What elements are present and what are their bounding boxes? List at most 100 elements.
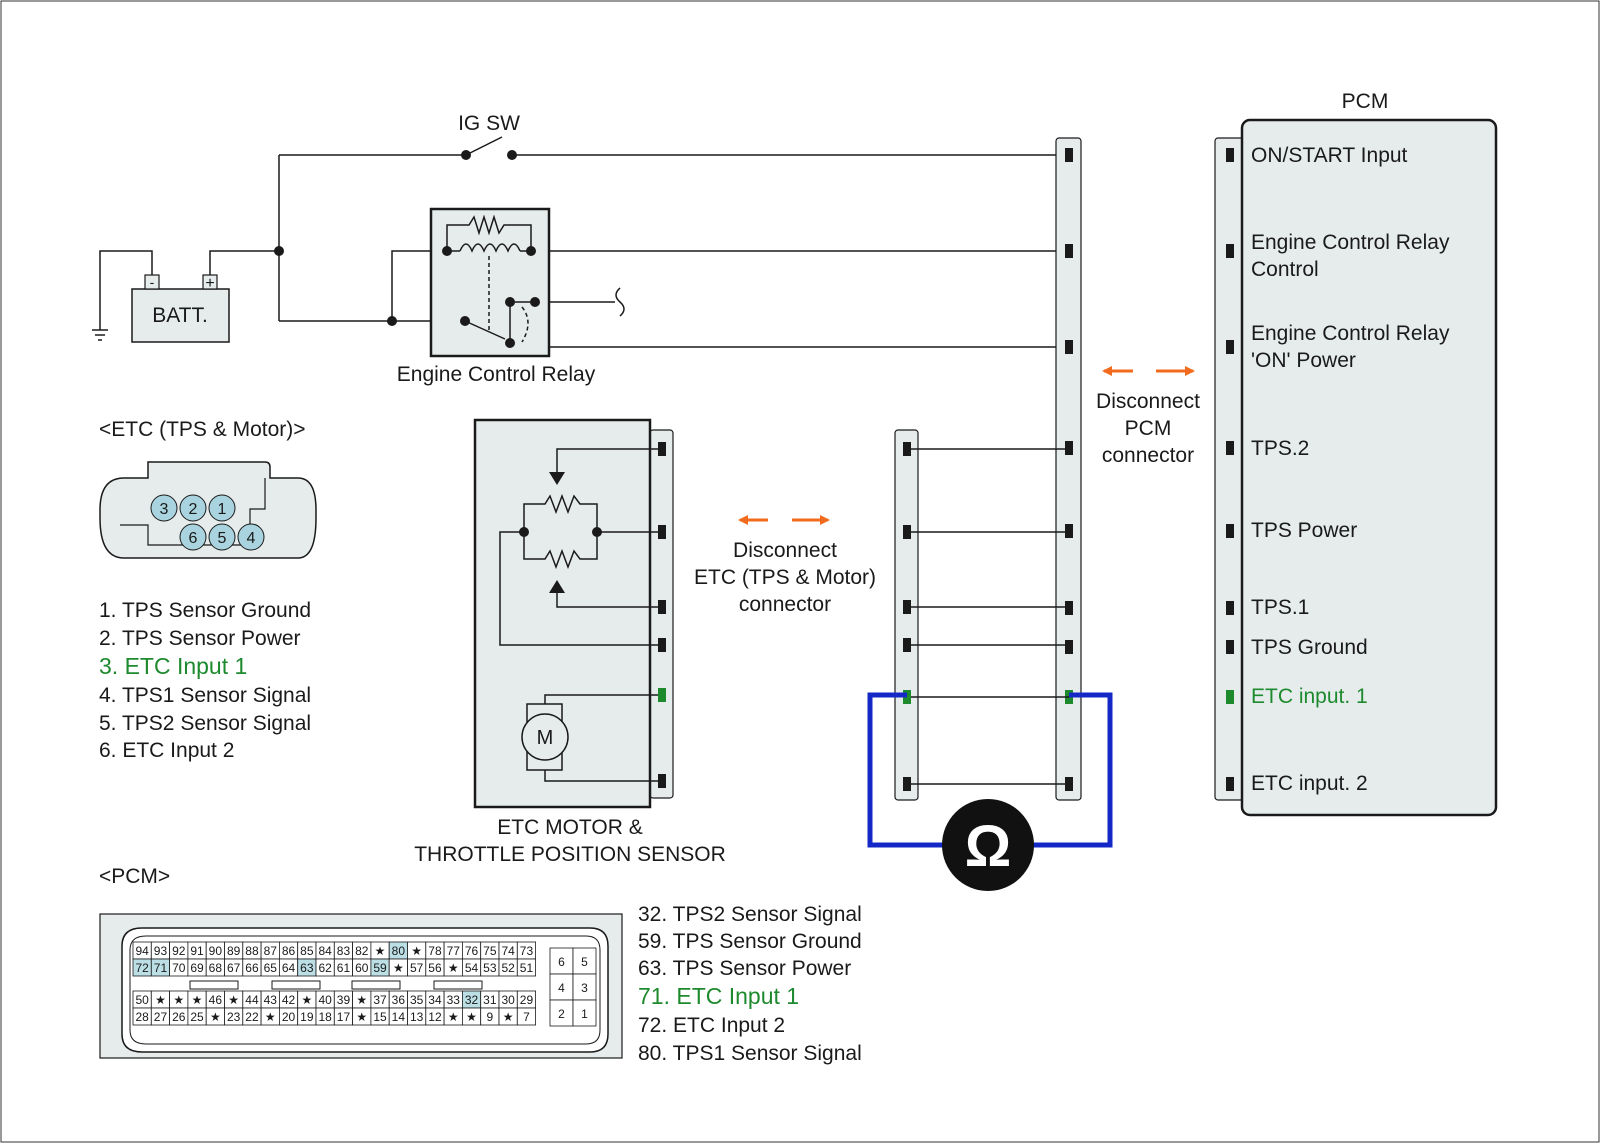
pcm-pin-list-item: 71. ETC Input 1 <box>638 983 799 1009</box>
motor-label: M <box>537 727 554 749</box>
pcm-pin-number: 7 <box>523 1010 530 1024</box>
pcm-terminal-tps-power: TPS Power <box>1251 519 1357 542</box>
pcm-pin-number: 69 <box>190 961 204 975</box>
pcm-pin-list-item: 63. TPS Sensor Power <box>638 957 851 980</box>
etc-pin-list-item: 4. TPS1 Sensor Signal <box>99 684 311 707</box>
pcm-terminal-tps-ground: TPS Ground <box>1251 636 1368 659</box>
pcm-pin-number: 85 <box>300 944 314 958</box>
etc-pin-list-item: 3. ETC Input 1 <box>99 653 247 679</box>
pcm-pin-number: 75 <box>483 944 497 958</box>
pcm-pin-number: 32 <box>465 993 479 1007</box>
pcm-pin-number: ★ <box>210 1010 221 1024</box>
pcm-pin-number: 60 <box>355 961 369 975</box>
etc-pin-list: 1. TPS Sensor Ground 2. TPS Sensor Power… <box>99 599 311 762</box>
pcm-pin-number: 34 <box>428 993 442 1007</box>
pcm-pin-number: 31 <box>483 993 497 1007</box>
engine-control-relay <box>429 207 551 358</box>
pcm-pin-number: 62 <box>318 961 332 975</box>
junction-dots <box>274 150 517 326</box>
pcm-pin-number: 28 <box>135 1010 149 1024</box>
pcm-harness-connector <box>1055 137 1082 801</box>
pcm-pin-number: 36 <box>392 993 406 1007</box>
pcm-pin-number: ★ <box>356 993 367 1007</box>
pcm-terminal-relay-control: Engine Control Relay <box>1251 231 1450 254</box>
pcm-pin-number: 9 <box>487 1010 494 1024</box>
pcm-pin-number: 27 <box>154 1010 168 1024</box>
pcm-pin-number: 30 <box>501 993 515 1007</box>
pcm-box-title: PCM <box>1342 90 1389 113</box>
pcm-pin-number: ★ <box>192 993 203 1007</box>
etc-pin-3: 3 <box>160 501 169 518</box>
etc-pin-6: 6 <box>189 530 198 547</box>
etc-pin-blocks <box>658 442 666 788</box>
pcm-pin-number: 73 <box>520 944 534 958</box>
disconnect-pcm-line1: Disconnect <box>1096 390 1200 413</box>
pcm-pin-number: 74 <box>501 944 515 958</box>
pcm-terminal-tps2: TPS.2 <box>1251 437 1309 460</box>
pcm-pin-number: ★ <box>503 1010 514 1024</box>
disconnect-etc-line3: connector <box>739 593 831 616</box>
etc-connector-title: <ETC (TPS & Motor)> <box>99 418 306 441</box>
pcm-pin-number: 20 <box>282 1010 296 1024</box>
pcm-terminal-relay-on-power-2: 'ON' Power <box>1251 349 1356 372</box>
pcm-pin-number: ★ <box>393 961 404 975</box>
etc-motor: M <box>521 703 569 771</box>
pcm-pin-number: 93 <box>154 944 168 958</box>
battery: - + BATT. <box>131 274 230 343</box>
pcm-pin-number: 92 <box>172 944 186 958</box>
pcm-pin-number: ★ <box>356 1010 367 1024</box>
etc-pin-4: 4 <box>247 530 256 547</box>
pcm-pin-number: ★ <box>301 993 312 1007</box>
test-harness-wires <box>907 448 1069 785</box>
pcm-pin-number: 22 <box>245 1010 259 1024</box>
pcm-pin-cell <box>516 1007 536 1026</box>
pcm-pin-number: 40 <box>318 993 332 1007</box>
pcm-pin-number: 64 <box>282 961 296 975</box>
pcm-pin-number: 88 <box>245 944 259 958</box>
pcm-pin-number: 59 <box>373 961 387 975</box>
disconnect-etc-line2: ETC (TPS & Motor) <box>694 566 876 589</box>
etc-pin-5: 5 <box>218 530 227 547</box>
etc-pin-1: 1 <box>218 501 227 518</box>
pcm-pin-number: 44 <box>245 993 259 1007</box>
pcm-terminal-etc-input-1: ETC input. 1 <box>1251 685 1368 708</box>
pcm-pin-cell <box>516 958 536 977</box>
pcm-connector-title: <PCM> <box>99 865 170 888</box>
pcm-pin-number: 82 <box>355 944 369 958</box>
pcm-pin-number: 29 <box>520 993 534 1007</box>
tps-sensor-circuit <box>499 448 664 782</box>
pcm-pin-number: 94 <box>135 944 149 958</box>
pcm-pin-number: ★ <box>155 993 166 1007</box>
pcm-pin-number: 90 <box>209 944 223 958</box>
etc-pin-list-item: 2. TPS Sensor Power <box>99 627 301 650</box>
pcm-side-pin-number: 4 <box>558 981 565 995</box>
pcm-pin-number: 70 <box>172 961 186 975</box>
pcm-side-pin-number: 5 <box>581 955 588 969</box>
pcm-pin-number: 25 <box>190 1010 204 1024</box>
pcm-side-pin-cell <box>572 999 597 1027</box>
pcm-pin-list-item: 59. TPS Sensor Ground <box>638 930 862 953</box>
pcm-pin-number: 53 <box>483 961 497 975</box>
pcm-pin-number: 35 <box>410 993 424 1007</box>
pcm-pin-number: 76 <box>465 944 479 958</box>
pcm-pin-number: 71 <box>154 961 168 975</box>
pcm-pin-number: 91 <box>190 944 204 958</box>
pcm-pin-number: 78 <box>428 944 442 958</box>
pcm-pin-number: 80 <box>392 944 406 958</box>
pcm-side-pin-number: 2 <box>558 1007 565 1021</box>
pcm-side-pin-number: 1 <box>581 1007 588 1021</box>
pcm-pin-list-item: 32. TPS2 Sensor Signal <box>638 903 862 926</box>
pcm-pin-number: 42 <box>282 993 296 1007</box>
pcm-pin-number: 39 <box>337 993 351 1007</box>
pcm-terminal-labels: ON/START Input Engine Control Relay Cont… <box>1251 144 1450 795</box>
pcm-pin-number: 56 <box>428 961 442 975</box>
etc-connector-face: 3 2 1 6 5 4 <box>99 461 317 559</box>
battery-positive-label: + <box>205 275 214 292</box>
pcm-pin-number: ★ <box>411 944 422 958</box>
etc-pin-list-item: 1. TPS Sensor Ground <box>99 599 311 622</box>
ohm-symbol: Ω <box>965 814 1012 879</box>
